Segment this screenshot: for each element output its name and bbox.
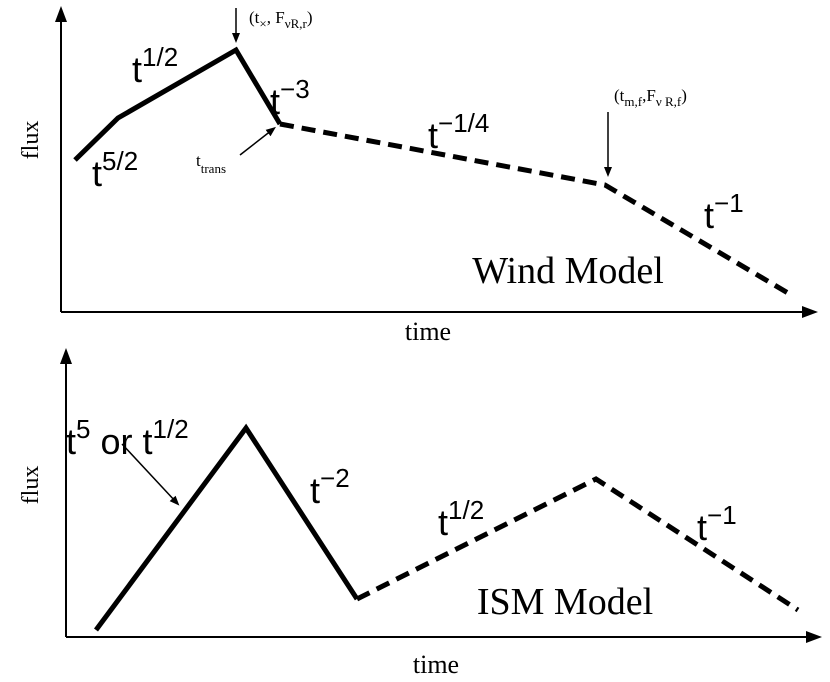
ism-y-label: flux <box>18 466 44 505</box>
ism-y-axis-arrowhead <box>60 348 72 364</box>
wind-panel: flux time t5/2 t1/2 t−3 t−1/4 t−1 (t×, F… <box>18 6 818 346</box>
wind-trans-annotation: ttrans <box>196 151 226 176</box>
wind-y-label: flux <box>18 121 44 160</box>
wind-seg2-label: t1/2 <box>132 42 178 90</box>
wind-trans-arrow <box>239 126 276 156</box>
ism-seg1-label: t−2 <box>310 463 350 511</box>
wind-model-label: Wind Model <box>472 250 664 292</box>
wind-seg3-label: t−3 <box>270 74 310 122</box>
wind-x-label: time <box>405 317 451 346</box>
wind-seg4-label: t−1/4 <box>428 108 489 156</box>
ism-rise-arrow <box>121 443 180 506</box>
ism-curve-dashed <box>355 476 800 613</box>
ism-seg2-label: t1/2 <box>438 495 484 543</box>
ism-model-label: ISM Model <box>477 581 653 623</box>
wind-seg5-label: t−1 <box>704 188 744 236</box>
wind-y-axis-arrowhead <box>55 6 67 22</box>
wind-mf-annotation: (tm,f,Fν R,f) <box>614 86 687 109</box>
wind-seg1-label: t5/2 <box>92 146 138 194</box>
wind-curve-dashed <box>279 121 795 299</box>
ism-x-axis-arrowhead <box>806 631 822 643</box>
ism-seg3-label: t−1 <box>697 500 737 548</box>
wind-x-axis-arrowhead <box>802 306 818 318</box>
wind-peak-annotation: (t×, FνR,r) <box>249 8 313 31</box>
ism-curve-solid <box>93 423 360 632</box>
ism-x-label: time <box>413 650 459 679</box>
wind-curve-solid <box>73 46 283 162</box>
